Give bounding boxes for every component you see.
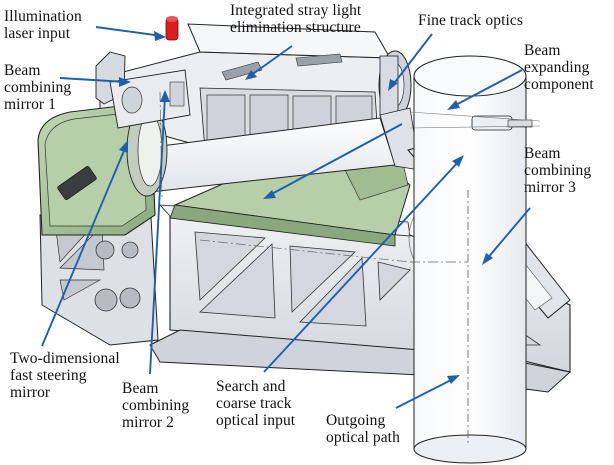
- arrow-mirror-1: [59, 77, 131, 87]
- arrow-mirror-3: [482, 207, 531, 265]
- outgoing-cylinder: [413, 55, 527, 464]
- label-fine-track-optics: Fine track optics: [418, 12, 524, 29]
- beam-expander: [409, 111, 541, 131]
- arrow-fine-track: [388, 33, 433, 91]
- label-outgoing-optical-path: Outgoing optical path: [326, 412, 400, 446]
- beam-cone: [129, 107, 421, 193]
- leader-arrows: [41, 26, 531, 409]
- arrow-outgoing: [395, 375, 460, 409]
- label-beam-combining-mirror-3: Beam combining mirror 3: [524, 145, 592, 196]
- arrow-mirror-2: [149, 90, 170, 375]
- arrow-stray-light: [245, 45, 293, 80]
- arrow-beam-expanding: [447, 69, 523, 110]
- label-illumination-laser-input: Illumination laser input: [4, 8, 82, 42]
- mirror-1-bracket: [109, 69, 191, 129]
- label-integrated-stray-light: Integrated stray light elimination struc…: [230, 2, 362, 36]
- label-two-dimensional-fsm: Two-dimensional fast steering mirror: [10, 350, 120, 401]
- label-beam-combining-mirror-2: Beam combining mirror 2: [122, 380, 190, 431]
- fsm-green-housing: [37, 103, 168, 236]
- label-beam-expanding-component: Beam expanding component: [524, 42, 594, 93]
- optical-axis-lines: [159, 91, 468, 263]
- arrow-green-plate: [263, 123, 403, 199]
- laser-input-fitting: [165, 16, 179, 41]
- arrow-fsm: [41, 140, 128, 347]
- arrow-search-coarse: [263, 155, 464, 373]
- label-beam-combining-mirror-1: Beam combining mirror 1: [4, 62, 72, 113]
- arrow-illumination-laser: [95, 26, 166, 41]
- label-search-coarse-track: Search and coarse track optical input: [216, 378, 296, 429]
